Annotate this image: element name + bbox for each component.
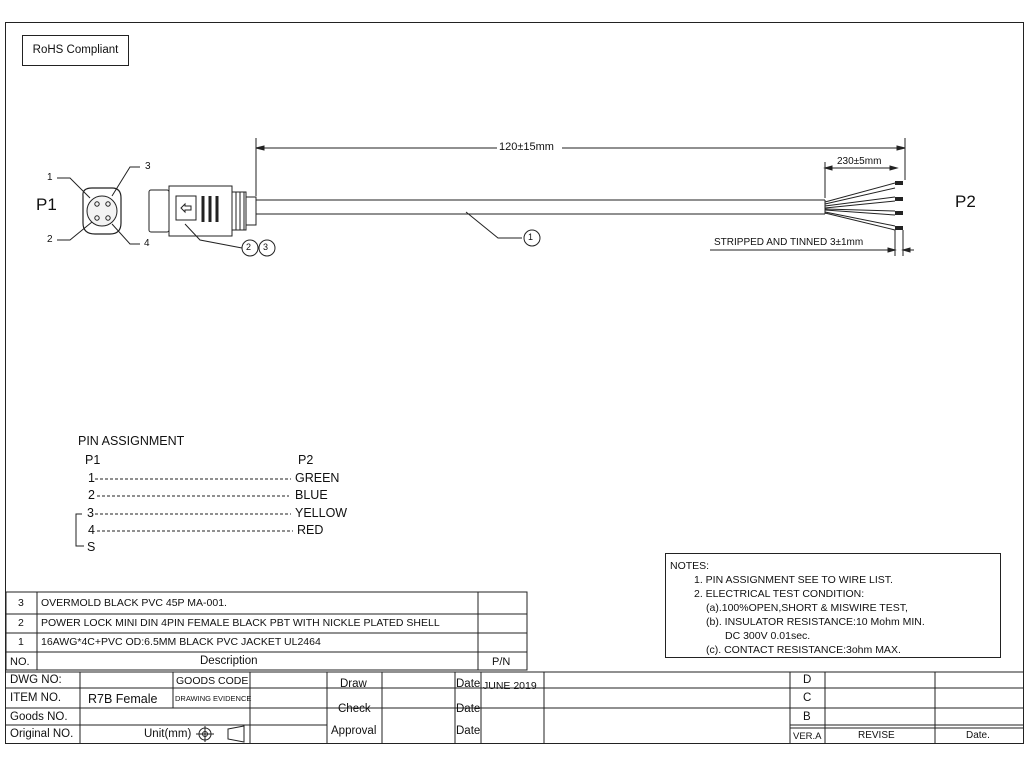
note-line: DC 300V 0.01sec. [725, 630, 811, 642]
bom-row-desc: POWER LOCK MINI DIN 4PIN FEMALE BLACK PB… [41, 617, 440, 629]
original-no-label: Original NO. [10, 728, 74, 740]
pin-assignment-title: PIN ASSIGNMENT [78, 434, 185, 448]
pin-number-4: 4 [144, 238, 150, 249]
rev-letter: C [803, 692, 812, 704]
date-label: Date [456, 703, 481, 715]
draw-label: Draw [340, 678, 367, 690]
unit-label: Unit(mm) [144, 728, 192, 740]
p1-connector-face [82, 187, 122, 235]
pin-row-p2: RED [297, 523, 324, 537]
bom-row-no: 3 [18, 597, 24, 609]
note-line: (b). INSULATOR RESISTANCE:10 Mohm MIN. [706, 616, 925, 628]
bom-header-no: NO. [10, 656, 30, 668]
balloon-3-label: 3 [263, 242, 269, 252]
approval-label: Approval [331, 725, 377, 737]
pin-row-p1: 4 [88, 523, 95, 537]
notes-box: NOTES: 1. PIN ASSIGNMENT SEE TO WIRE LIS… [665, 553, 1001, 658]
goods-code-label: GOODS CODE [176, 675, 249, 687]
bom-header-description: Description [200, 655, 258, 667]
ver-label: VER.A [793, 731, 822, 742]
item-no-label: ITEM NO. [10, 692, 62, 704]
balloon-2-label: 2 [246, 242, 252, 252]
pin-row-p1: 3 [87, 506, 94, 520]
balloon-3 [258, 239, 276, 257]
pin-assignment-p2-header: P2 [298, 453, 314, 467]
pin-number-3: 3 [145, 161, 151, 172]
dimension-tinned: STRIPPED AND TINNED 3±1mm [714, 237, 864, 248]
pin-assignment-p1-header: P1 [85, 453, 101, 467]
bom-row-no: 2 [18, 617, 24, 629]
date-label: Date [456, 678, 481, 690]
pin-row-p2: BLUE [295, 488, 328, 502]
pin-row-p1: 2 [88, 488, 95, 502]
pin-row-p2: GREEN [295, 471, 340, 485]
goods-no-label: Goods NO. [10, 711, 68, 723]
note-line: 1. PIN ASSIGNMENT SEE TO WIRE LIST. [694, 574, 893, 586]
date-label: Date [456, 725, 481, 737]
pin-row-p2: YELLOW [295, 506, 348, 520]
note-line: (a).100%OPEN,SHORT & MISWIRE TEST, [706, 602, 908, 614]
dimension-overall: 120±15mm [499, 141, 554, 153]
balloon-1-label: 1 [528, 232, 534, 242]
bom-header-pn: P/N [492, 656, 511, 668]
bom-row-desc: 16AWG*4C+PVC OD:6.5MM BLACK PVC JACKET U… [41, 636, 321, 648]
rev-letter: D [803, 674, 812, 686]
dimension-strip: 230±5mm [837, 156, 882, 167]
item-no-value: R7B Female [88, 692, 158, 706]
check-label: Check [338, 703, 371, 715]
notes-title: NOTES: [670, 560, 710, 572]
pin-row-p1: 1 [88, 471, 95, 485]
rev-letter: B [803, 711, 811, 723]
p1-label: P1 [36, 195, 57, 214]
drawing-evidence-label: DRAWING EVIDENCE [175, 694, 252, 703]
revise-label: REVISE [858, 730, 895, 741]
note-line: (c). CONTACT RESISTANCE:3ohm MAX. [706, 644, 901, 656]
balloon-1 [523, 229, 541, 247]
pin-number-1: 1 [47, 172, 53, 183]
bom-row-no: 1 [18, 636, 24, 648]
date-value: JUNE 2019 [483, 680, 537, 692]
pin-row-p1: S [87, 540, 96, 554]
date-column-label: Date. [966, 730, 990, 741]
rohs-badge: RoHS Compliant [22, 35, 129, 66]
note-line: 2. ELECTRICAL TEST CONDITION: [694, 588, 865, 600]
dwg-no-label: DWG NO: [10, 674, 62, 686]
pin-number-2: 2 [47, 234, 53, 245]
p2-label: P2 [955, 192, 976, 211]
balloon-2 [241, 239, 259, 257]
bom-row-desc: OVERMOLD BLACK PVC 45P MA-001. [41, 597, 227, 609]
